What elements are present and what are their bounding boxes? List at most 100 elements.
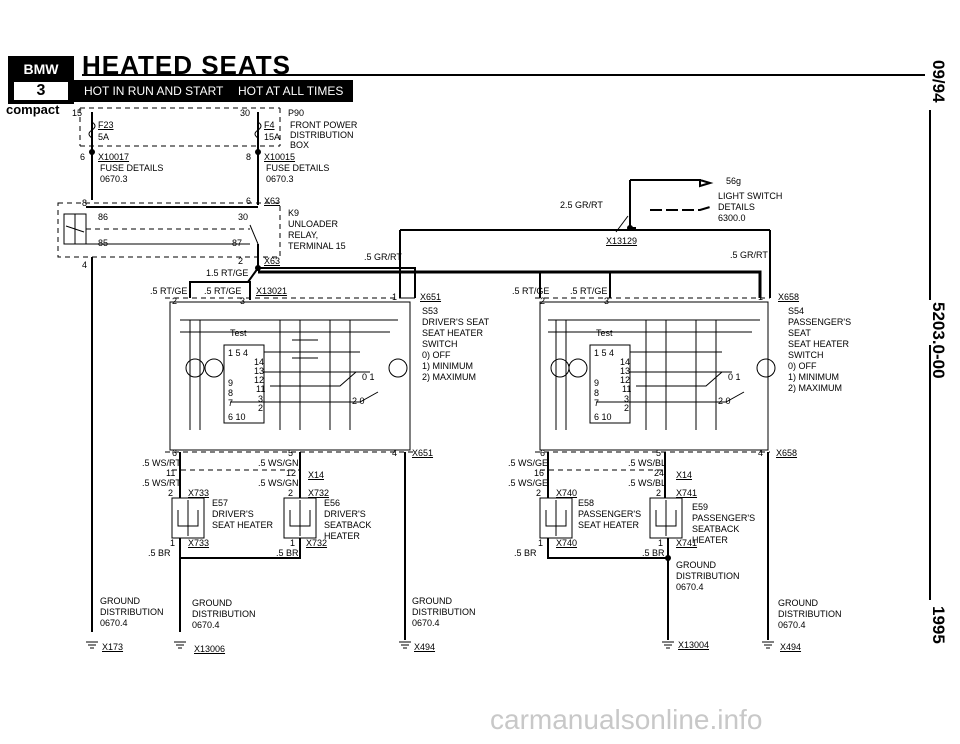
x740-top: X740: [556, 488, 578, 498]
rh-pin-1b: 1: [658, 538, 664, 548]
ls-sw20: 2 0: [352, 396, 365, 406]
ls-n14: 14: [254, 357, 265, 367]
rs-pin-5: 5: [656, 448, 662, 458]
relay-pin-4: 4: [82, 260, 88, 270]
lh-br-b: .5 BR: [276, 548, 299, 558]
rs-n11: 11: [622, 384, 632, 394]
rs-n2: 2: [624, 403, 630, 413]
x14-left: X14: [308, 470, 325, 480]
k9-desc-2: RELAY,: [288, 230, 319, 240]
x732-bottom: X732: [306, 538, 328, 548]
x10017-desc-1: FUSE DETAILS: [100, 163, 164, 173]
side-code: 5203.0-00: [929, 302, 948, 379]
g2-desc-3: 0670.4: [192, 620, 220, 630]
e58-desc-2: SEAT HEATER: [578, 520, 640, 530]
rh-pin-1a: 1: [538, 538, 544, 548]
light-desc-2: DETAILS: [718, 202, 755, 212]
rs-pin-4: 4: [758, 448, 764, 458]
x10017-desc-2: 0670.3: [100, 174, 128, 184]
light-56g: 56g: [726, 176, 742, 186]
s54-label: S54: [788, 306, 805, 316]
s53-desc-6: 2) MAXIMUM: [422, 372, 476, 382]
light-desc-1: LIGHT SWITCH: [718, 191, 783, 201]
ls-pin-a: 2: [172, 296, 178, 306]
f4-amp: 15A: [264, 132, 281, 142]
s54-desc-4: SWITCH: [788, 350, 824, 360]
rh-n24: 24: [654, 468, 665, 478]
x10015-label: X10015: [264, 152, 296, 162]
ls-n2: 2: [258, 403, 264, 413]
x10015-desc-1: FUSE DETAILS: [266, 163, 330, 173]
rs-sw20: 2 0: [718, 396, 731, 406]
g1-desc-3: 0670.4: [100, 618, 128, 628]
wire-gr-rt-right: .5 GR/RT: [730, 250, 768, 260]
rh-pin-2b: 2: [656, 488, 662, 498]
rs-wire-a: .5 RT/GE: [512, 286, 550, 296]
g4-desc-3: 0670.4: [676, 582, 704, 592]
rh-wire-1: .5 WS/GE: [508, 458, 549, 468]
g3-desc-2: DISTRIBUTION: [412, 607, 476, 617]
s53-desc-2: SEAT HEATER: [422, 328, 484, 338]
x10015-desc-2: 0670.3: [266, 174, 294, 184]
x10015-pin: 8: [246, 152, 252, 162]
rs-pin-1: 1: [758, 292, 764, 302]
s54-desc-3: SEAT HEATER: [788, 339, 850, 349]
x741-top: X741: [676, 488, 698, 498]
f23-amp: 5A: [98, 132, 110, 142]
relay-pin-6: 6: [246, 196, 252, 206]
ls-n9: 9: [228, 378, 234, 388]
ls-test: Test: [230, 328, 247, 338]
s54-desc-5: 0) OFF: [788, 361, 817, 371]
ls-wire-a: .5 RT/GE: [150, 286, 188, 296]
e59-label: E59: [692, 502, 709, 512]
g4-connector: X13004: [678, 640, 710, 650]
rs-n13: 13: [620, 366, 631, 376]
g5-connector: X494: [780, 642, 802, 652]
ls-n610: 6 10: [228, 412, 246, 422]
lh-pin-1b: 1: [290, 538, 296, 548]
x63-top: X63: [264, 196, 281, 206]
lh-pin-2b: 2: [288, 488, 294, 498]
rs-wire-b: .5 RT/GE: [570, 286, 608, 296]
rs-n14: 14: [620, 357, 631, 367]
g4-desc-1: GROUND: [676, 560, 716, 570]
e56-desc-3: HEATER: [324, 531, 360, 541]
light-wire: 2.5 GR/RT: [560, 200, 603, 210]
f4-pin: 30: [240, 108, 251, 118]
e57-desc-2: SEAT HEATER: [212, 520, 274, 530]
x732-top: X732: [308, 488, 330, 498]
relay-pin-85: 85: [98, 238, 109, 248]
ls-n11: 11: [256, 384, 266, 394]
relay-pin-30: 30: [238, 212, 249, 222]
banner-hot-all-times: HOT AT ALL TIMES: [228, 80, 354, 102]
s54-desc-1: PASSENGER'S: [788, 317, 852, 327]
ls-n13: 13: [254, 366, 265, 376]
ls-n7: 7: [228, 398, 234, 408]
e59-desc-1: PASSENGER'S: [692, 513, 756, 523]
rs-pin-a: 2: [540, 296, 546, 306]
g5-desc-3: 0670.4: [778, 620, 806, 630]
s53-desc-3: SWITCH: [422, 339, 458, 349]
ls-n8: 8: [228, 388, 234, 398]
ls-pin-b: 3: [240, 296, 246, 306]
rs-pin-6: 6: [540, 448, 546, 458]
e57-desc-1: DRIVER'S: [212, 509, 254, 519]
g2-desc-1: GROUND: [192, 598, 232, 608]
relay-pin-8: 8: [82, 198, 88, 208]
banner-hot-run-start: HOT IN RUN AND START: [74, 80, 234, 102]
g4-desc-2: DISTRIBUTION: [676, 571, 740, 581]
x63-bottom: X63: [264, 256, 281, 266]
k9-desc-1: UNLOADER: [288, 219, 339, 229]
ls-sw01: 0 1: [362, 372, 375, 382]
ls-n12: 12: [254, 375, 265, 385]
rh-wire-3: .5 WS/BL: [628, 458, 667, 468]
g3-desc-3: 0670.4: [412, 618, 440, 628]
bmw-logo: BMW 3: [8, 56, 74, 104]
ls-pin-6: 6: [172, 448, 178, 458]
wire-gr-rt-left: .5 GR/RT: [364, 252, 402, 262]
ls-n3: 3: [258, 394, 264, 404]
x658-top: X658: [778, 292, 800, 302]
rs-pin-b: 3: [604, 296, 610, 306]
g2-connector: X13006: [194, 644, 226, 654]
